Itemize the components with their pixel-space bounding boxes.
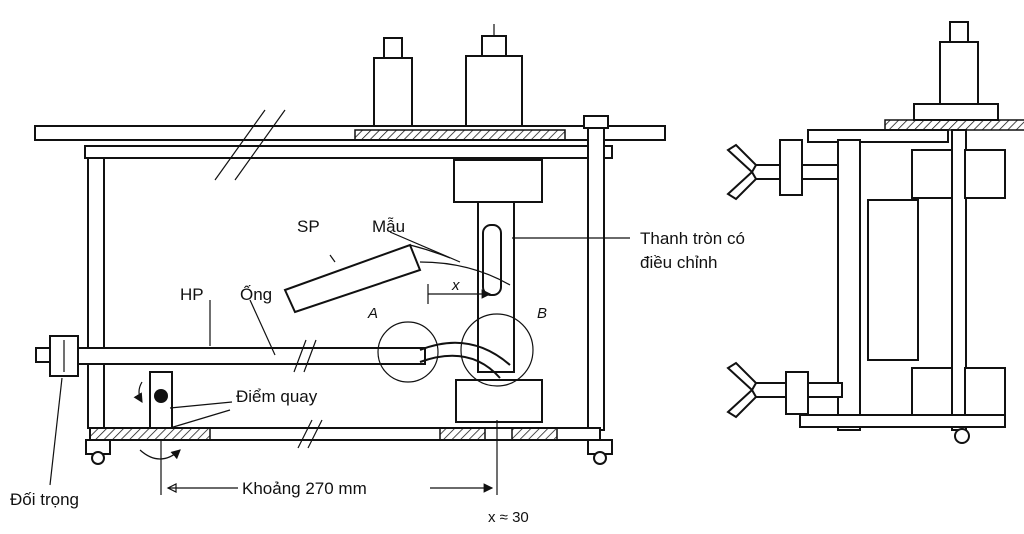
motor-main-cap bbox=[481, 35, 507, 57]
motor-left-cap bbox=[383, 37, 403, 59]
upper-crossbar bbox=[84, 145, 613, 159]
right-post-cap bbox=[583, 115, 609, 129]
side-gear bbox=[884, 119, 1024, 131]
left-post bbox=[87, 157, 105, 429]
sp-sample bbox=[283, 243, 422, 314]
side-shaft bbox=[951, 129, 967, 431]
break-mark bbox=[234, 109, 286, 181]
label-thanh-tron-line2: điều chỉnh bbox=[640, 253, 718, 272]
label-x: x bbox=[451, 277, 460, 294]
label-a: A bbox=[367, 305, 378, 322]
label-doi-trong: Đối trọng bbox=[10, 490, 79, 509]
break-mark bbox=[214, 109, 266, 181]
motor-left bbox=[373, 57, 413, 127]
front-view bbox=[34, 24, 666, 495]
label-khoang: Khoảng 270 mm bbox=[242, 479, 367, 498]
adjustable-rod bbox=[482, 224, 502, 296]
side-motor-plate bbox=[913, 103, 999, 121]
label-ong: Ống bbox=[240, 284, 272, 304]
side-frame bbox=[837, 139, 861, 431]
label-mau: Mẫu bbox=[372, 217, 405, 236]
side-motor bbox=[939, 41, 979, 105]
lower-clamp bbox=[455, 379, 543, 423]
motor-main bbox=[465, 55, 523, 127]
hp-arm bbox=[74, 347, 426, 365]
gear-strip bbox=[354, 129, 566, 141]
label-x-approx: x ≈ 30 bbox=[488, 509, 529, 526]
leader-doi-trong bbox=[49, 377, 63, 486]
side-view bbox=[726, 21, 1024, 444]
label-thanh-tron-line1: Thanh tròn có bbox=[640, 229, 745, 248]
top-rail bbox=[34, 125, 666, 141]
label-hp: HP bbox=[180, 285, 204, 304]
right-post bbox=[587, 119, 605, 431]
label-b: B bbox=[537, 305, 547, 322]
label-diem-quay: Điểm quay bbox=[236, 387, 318, 406]
label-sp: SP bbox=[297, 217, 320, 236]
detail-circle-b bbox=[460, 313, 534, 387]
pivot-point bbox=[154, 389, 168, 403]
detail-circle-a bbox=[377, 321, 439, 383]
upper-clamp bbox=[453, 159, 543, 203]
tube bbox=[419, 341, 511, 366]
